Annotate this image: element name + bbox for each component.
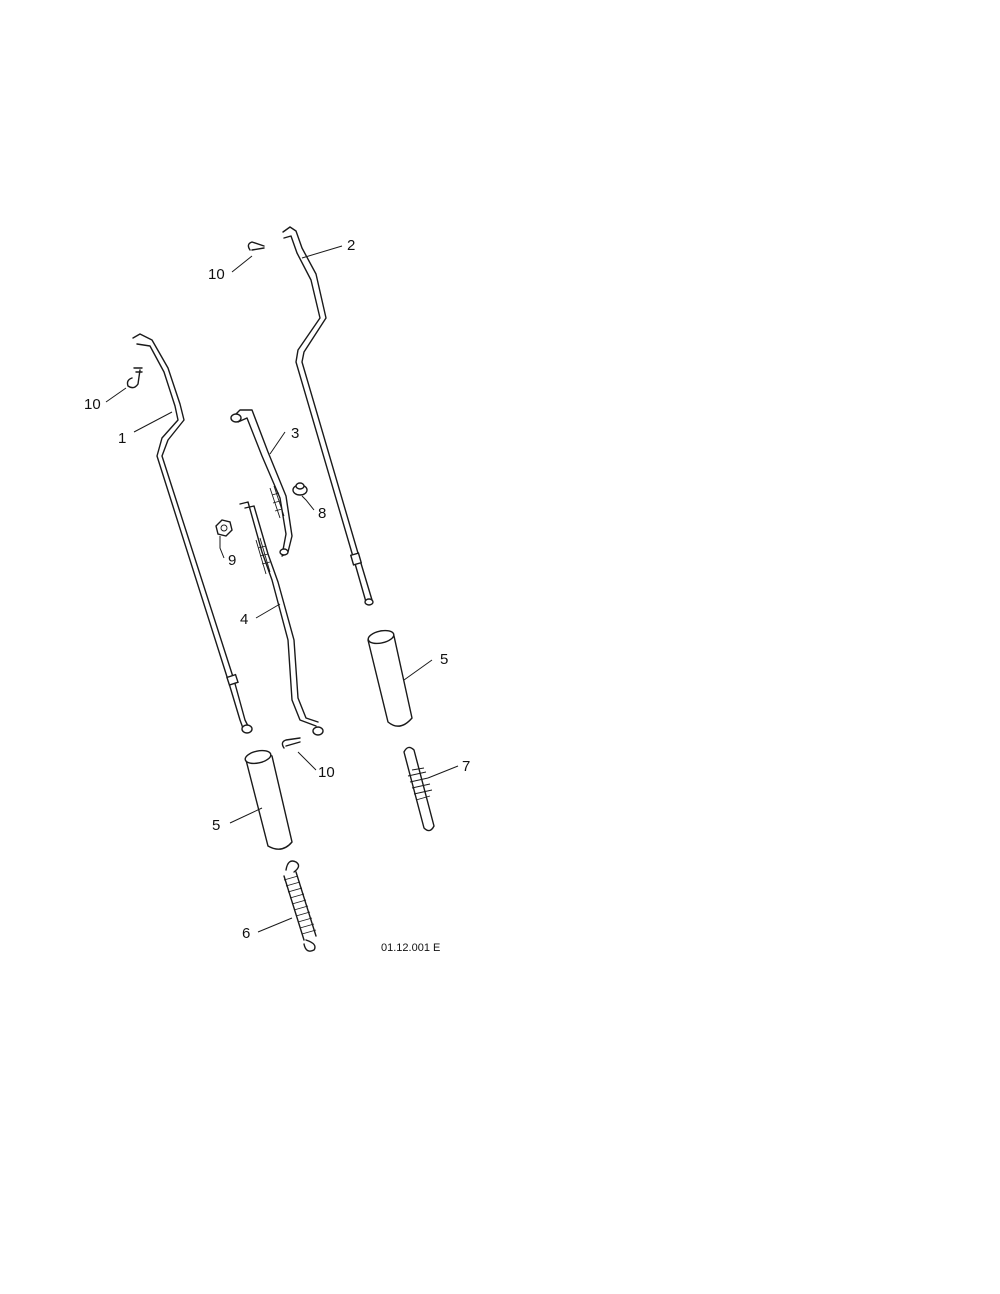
callout-10-left: 10	[84, 396, 101, 413]
spring-small	[403, 746, 435, 832]
callout-4: 4	[240, 611, 248, 628]
bracket-lower	[239, 501, 324, 736]
leader-1	[133, 411, 173, 433]
leader-3	[269, 431, 286, 455]
leader-10-top	[231, 255, 253, 273]
callout-10-bottom: 10	[318, 764, 335, 781]
callout-2: 2	[347, 237, 355, 254]
callout-1: 1	[118, 430, 126, 447]
leader-5-right	[403, 659, 433, 681]
callout-8: 8	[318, 505, 326, 522]
figure-code: 01.12.001 E	[381, 942, 440, 954]
sleeve-left	[244, 749, 293, 850]
leader-5-left	[229, 807, 263, 824]
leader-7	[427, 765, 459, 779]
bushing	[292, 482, 308, 496]
leader-6	[257, 917, 293, 933]
leader-4	[255, 603, 281, 619]
rod-left	[132, 333, 253, 734]
bracket-upper	[230, 409, 293, 557]
callout-9: 9	[228, 552, 236, 569]
callout-10-top: 10	[208, 266, 225, 283]
callout-5-left: 5	[212, 817, 220, 834]
callout-6: 6	[242, 925, 250, 942]
leader-9	[219, 536, 225, 559]
callout-3: 3	[291, 425, 299, 442]
rod-right	[282, 226, 374, 606]
spring-large	[283, 860, 317, 952]
leader-10-bottom	[297, 751, 317, 771]
leader-8	[301, 495, 315, 511]
callout-7: 7	[462, 758, 470, 775]
clip-bottom	[281, 737, 301, 749]
leader-2	[301, 245, 343, 259]
callout-5-right: 5	[440, 651, 448, 668]
leader-10-left	[105, 387, 127, 403]
sleeve-right	[367, 629, 413, 727]
clip-top	[247, 241, 265, 251]
clip-left	[126, 367, 143, 389]
nut	[215, 519, 233, 537]
